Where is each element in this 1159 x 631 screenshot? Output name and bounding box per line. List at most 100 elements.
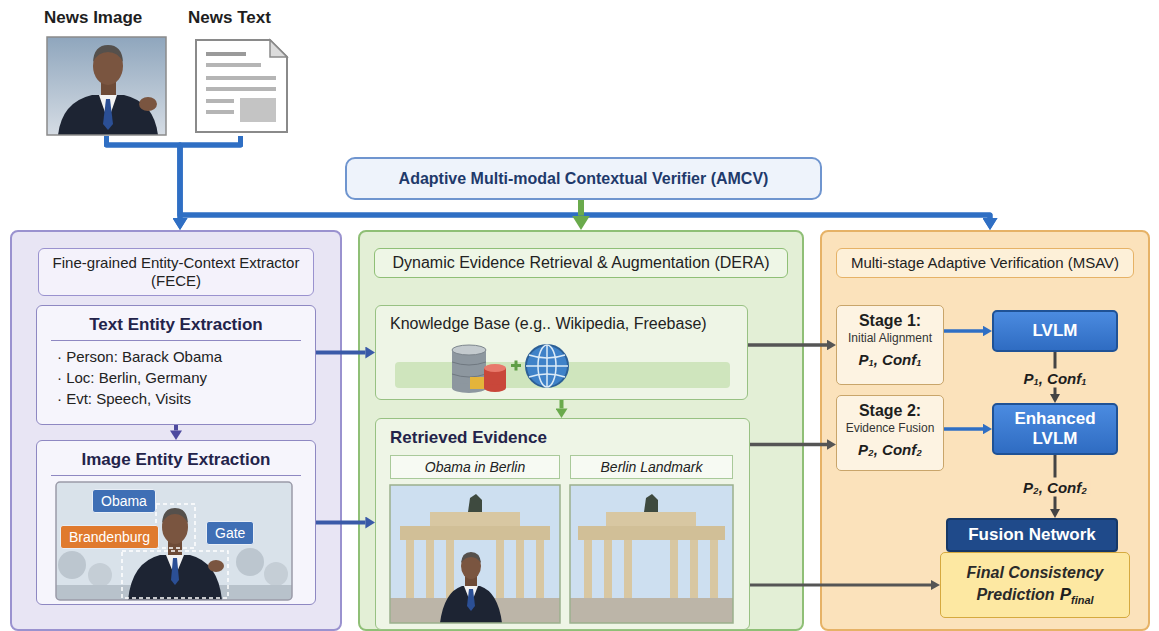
news-photo: [139, 97, 157, 111]
document-icon: [206, 110, 234, 114]
connector-arrow: [750, 584, 931, 587]
connector-arrow: [107, 136, 181, 218]
node-text: Knowledge Base (e.g.. Wikipedia, Freebas…: [390, 314, 733, 334]
news-photo: [99, 95, 117, 121]
node-text: Berlin Landmark: [601, 458, 703, 476]
connector-arrow: [944, 427, 983, 431]
node-text: Obama in Berlin: [425, 458, 525, 476]
landmark-photo: [670, 540, 678, 598]
landmark-photo: [606, 512, 696, 526]
news-photo: [93, 45, 123, 62]
entity-photo: [56, 482, 292, 600]
landmark-photo: [624, 540, 632, 598]
process-box: Retrieved EvidenceObama in BerlinBerlin …: [375, 418, 750, 630]
output-box: Final Consistency PredictionPfinal: [940, 552, 1130, 618]
evidence-photo: [516, 540, 524, 598]
evidence-photo: [467, 589, 475, 611]
knowledge-base-icon: [546, 345, 548, 387]
landmark-photo: [570, 485, 733, 623]
node-text: News Image: [44, 8, 169, 28]
module-panel: Fine-grained Entity-Context Extractor (F…: [10, 230, 342, 631]
node-text: Fusion Network: [968, 525, 1096, 545]
knowledge-base-icon: [395, 345, 730, 393]
evidence-photo: [464, 586, 478, 604]
landmark-photo: [578, 526, 725, 540]
evidence-photo: [400, 526, 550, 540]
edge-label: P₂, Conf₂: [1020, 477, 1090, 496]
entity-tag: Obama: [92, 489, 156, 513]
edge-label: P₁, Conf₁: [1020, 368, 1089, 387]
entity-photo: [156, 504, 195, 548]
knowledge-base-icon: [470, 377, 484, 389]
connector-arrow: [578, 200, 584, 216]
entity-photo: [128, 555, 222, 600]
connector-arrow: [560, 400, 564, 408]
news-photo: [47, 37, 166, 135]
node-text: Stage 2:: [841, 401, 939, 421]
knowledge-base-icon: [395, 362, 730, 388]
document-icon: [206, 63, 261, 67]
module-panel: Dynamic Evidence Retrieval & Augmentatio…: [358, 230, 804, 631]
entity-photo: [88, 563, 112, 587]
landmark-photo: [604, 540, 612, 598]
node-text: · Person: Barack Obama: [51, 346, 301, 367]
news-photo: [58, 95, 158, 135]
knowledge-base-icon: [452, 362, 486, 377]
evidence-photo: [430, 512, 520, 526]
fusion-box: Fusion Network: [946, 518, 1118, 552]
document-icon: [196, 40, 287, 132]
node-text: Gate: [215, 524, 245, 542]
node-text: Fine-grained Entity-Context Extractor (F…: [38, 248, 314, 296]
entity-photo: [122, 551, 228, 598]
photo-frame: [56, 482, 292, 600]
entity-photo: [168, 540, 182, 556]
evidence-photo: [390, 485, 560, 623]
node-text: Initial Alignment: [841, 331, 939, 346]
connector-arrow: [316, 521, 365, 525]
knowledge-base-icon: [452, 383, 486, 393]
landmark-photo: [584, 540, 592, 598]
landmark-photo: [644, 494, 658, 512]
entity-photo: [56, 585, 292, 600]
document-icon: [196, 40, 287, 132]
node-text: Image Entity Extraction: [51, 449, 301, 476]
document-icon: [240, 98, 276, 122]
landmark-photo: [690, 540, 698, 598]
evidence-photo: [440, 586, 502, 623]
evidence-photo: [390, 485, 560, 623]
entity-photo: [171, 558, 179, 585]
knowledge-base-icon: [515, 361, 518, 371]
document-icon: [270, 40, 287, 57]
evidence-photo: [496, 540, 504, 598]
entity-photo: [166, 555, 184, 577]
node-text: Obama: [101, 492, 147, 510]
knowledge-base-icon: [484, 384, 506, 392]
node-text: News Text: [188, 8, 293, 28]
caption-box: Obama in Berlin: [390, 455, 560, 479]
process-box: Knowledge Base (e.g.. Wikipedia, Freebas…: [375, 305, 748, 400]
model-box: LVLM: [992, 310, 1118, 352]
document-icon: [206, 76, 276, 80]
document-icon: [206, 99, 234, 103]
evidence-photo: [390, 598, 560, 623]
evidence-photo: [446, 540, 454, 598]
document-icon: [206, 52, 246, 56]
knowledge-base-icon: [452, 345, 486, 355]
node-text: Stage 1:: [841, 311, 939, 331]
knowledge-base-icon: [526, 345, 568, 387]
landmark-photo: [710, 540, 718, 598]
entity-photo: [162, 510, 188, 544]
node-text: final: [1071, 594, 1094, 606]
entity-tag: Brandenburg: [60, 525, 159, 549]
framework-bar: Adaptive Multi-modal Contextual Verifier…: [345, 157, 822, 200]
caption-box: Berlin Landmark: [570, 455, 733, 479]
evidence-photo: [536, 540, 544, 598]
knowledge-base-icon: [526, 365, 568, 367]
news-photo: [103, 99, 113, 130]
node-text: · Evt: Speech, Visits: [51, 388, 301, 409]
knowledge-base-icon: [511, 364, 521, 367]
node-text: Evidence Fusion: [841, 421, 939, 436]
entity-tag: Gate: [206, 521, 254, 545]
connector-arrow: [107, 136, 991, 218]
